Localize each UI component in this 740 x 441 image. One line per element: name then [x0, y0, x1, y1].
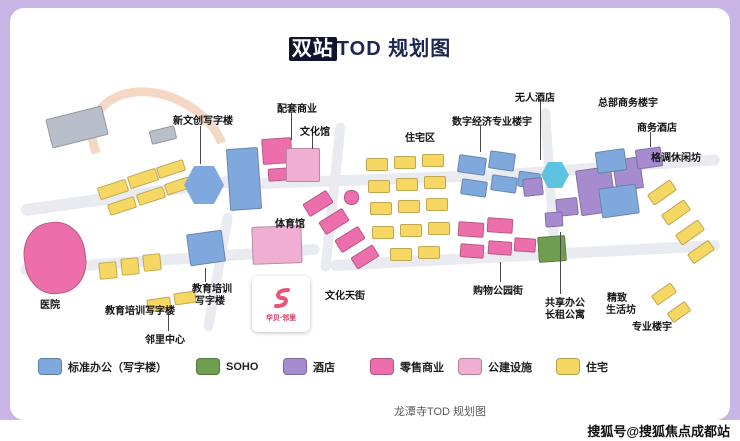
- map-block-magenta: [344, 190, 359, 205]
- map-label: 长租公寓: [545, 310, 585, 321]
- map-label: 商务酒店: [637, 123, 677, 134]
- map-label: 配套商业: [277, 104, 317, 115]
- map-label: 数字经济专业楼宇: [452, 117, 532, 128]
- map-block-yellow: [396, 178, 418, 191]
- map-block-yellow: [418, 246, 440, 259]
- developer-logo-watermark: 华贝·邻里: [252, 276, 310, 332]
- label-connector-line: [200, 126, 201, 164]
- logo-name: 华贝·邻里: [265, 315, 297, 322]
- map-label: 专业楼宇: [632, 322, 672, 333]
- map-label: 写字楼: [195, 296, 225, 307]
- map-block-teal: [541, 162, 569, 188]
- map-label: 文化馆: [300, 127, 330, 138]
- map-label: 教育培训写字楼: [105, 306, 175, 317]
- logo-swirl-icon: [274, 288, 290, 308]
- legend-swatch: [38, 358, 62, 375]
- map-label: 生活坊: [606, 305, 636, 316]
- map-label: 邻里中心: [145, 335, 185, 346]
- label-connector-line: [312, 136, 313, 149]
- map-label: 精致: [607, 293, 627, 304]
- legend-item: 住宅: [556, 358, 608, 375]
- legend-swatch: [556, 358, 580, 375]
- label-connector-line: [291, 112, 292, 140]
- label-connector-line: [500, 262, 501, 282]
- map-block-yellow: [370, 202, 392, 215]
- map-block-yellow: [368, 180, 390, 193]
- label-connector-line: [480, 126, 481, 152]
- legend-item: 酒店: [283, 358, 335, 375]
- map-block-yellow: [422, 154, 444, 167]
- map-block-yellow: [428, 222, 450, 235]
- legend-label: SOHO: [226, 360, 259, 373]
- map-label: 体育馆: [275, 219, 305, 230]
- map-block-pink: [286, 148, 320, 182]
- legend-label: 住宅: [586, 361, 608, 374]
- map-label: 教育培训: [192, 284, 232, 295]
- legend-swatch: [283, 358, 307, 375]
- label-connector-line: [560, 232, 561, 294]
- map-block-yellow: [390, 248, 412, 261]
- map-label: 新文创写字楼: [173, 116, 233, 127]
- title-rest: TOD 规划图: [336, 38, 452, 60]
- legend-swatch: [370, 358, 394, 375]
- map-block-yellow: [426, 198, 448, 211]
- map-label: 医院: [40, 300, 60, 311]
- map-block-yellow: [394, 156, 416, 169]
- legend-label: 酒店: [313, 361, 335, 374]
- map-block-yellow: [372, 226, 394, 239]
- legend-item: SOHO: [196, 358, 258, 375]
- legend-label: 零售商业: [400, 361, 444, 374]
- legend-label: 标准办公（写字楼）: [68, 361, 167, 374]
- label-connector-line: [540, 100, 541, 160]
- credit-strip: 搜狐号@搜狐焦点成都站: [0, 420, 740, 441]
- legend-item: 公建设施: [458, 358, 532, 375]
- map-block-yellow: [398, 200, 420, 213]
- site-credit: 搜狐号@搜狐焦点成都站: [587, 424, 730, 439]
- map-block-yellow: [424, 176, 446, 189]
- legend-item: 标准办公（写字楼）: [38, 358, 167, 375]
- map-label: 购物公园街: [473, 286, 523, 297]
- label-connector-line: [168, 312, 169, 331]
- title-highlight: 双站: [288, 37, 337, 61]
- map-caption: 龙潭寺TOD 规划图: [393, 406, 487, 418]
- legend-swatch: [458, 358, 482, 375]
- label-connector-line: [650, 132, 651, 147]
- map-block-yellow: [366, 158, 388, 171]
- legend-label: 公建设施: [488, 361, 532, 374]
- map-block-blue: [184, 166, 224, 204]
- map-label: 格调休闲坊: [651, 153, 701, 164]
- label-connector-line: [205, 268, 206, 282]
- legend-swatch: [196, 358, 220, 375]
- map-label: 文化天街: [325, 291, 365, 302]
- legend-item: 零售商业: [370, 358, 444, 375]
- map-label: 共享办公: [545, 298, 585, 309]
- map-block-yellow: [400, 224, 422, 237]
- map-label: 无人酒店: [515, 93, 555, 104]
- map-label: 总部商务楼宇: [598, 98, 658, 109]
- map-label: 住宅区: [405, 133, 435, 144]
